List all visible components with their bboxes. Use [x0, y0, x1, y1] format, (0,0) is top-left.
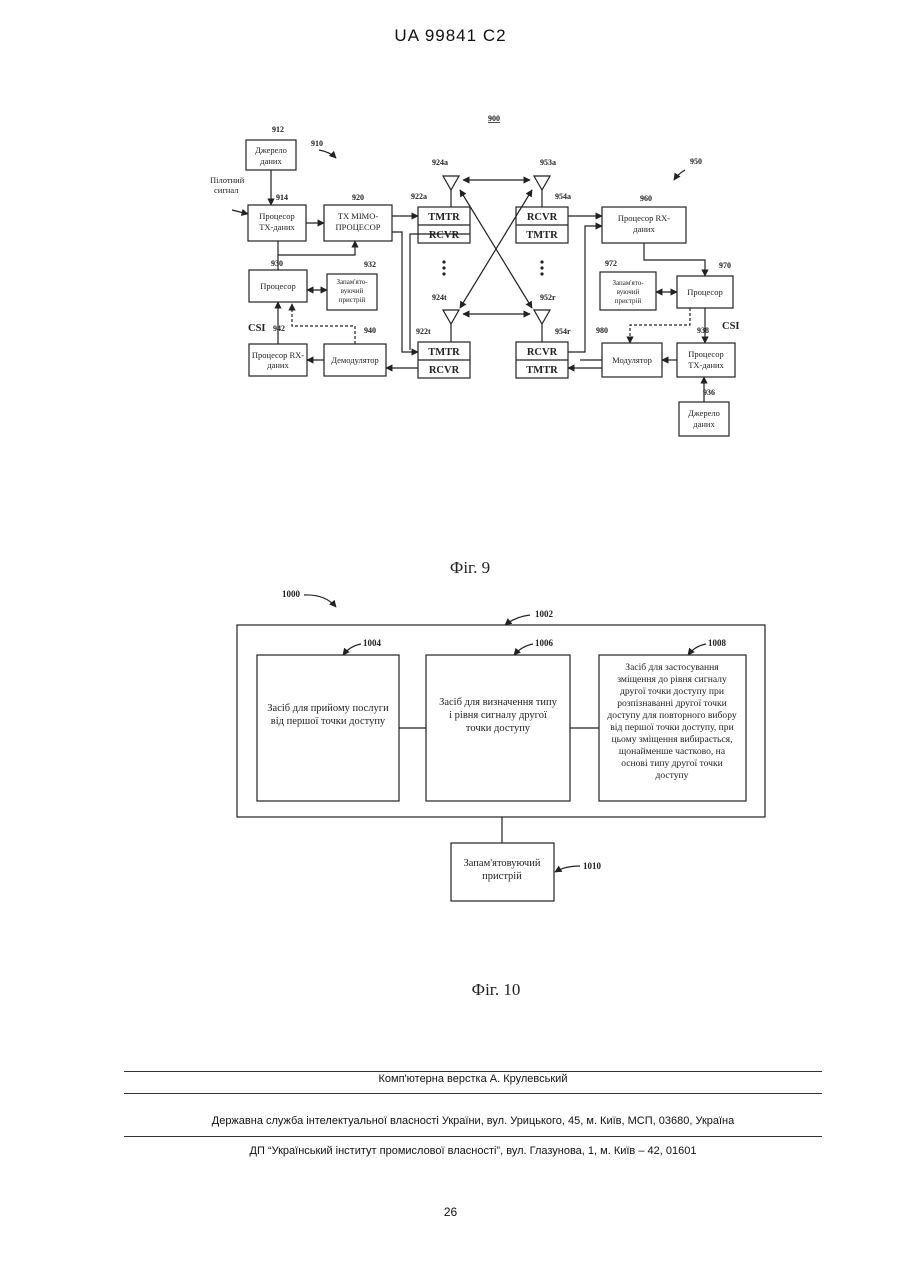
means-1008-line4: розпізнаванні другої точки	[617, 698, 727, 709]
footer-institute-address: ДП “Український інститут промислової вла…	[124, 1145, 822, 1157]
footer-rule-2	[124, 1093, 822, 1094]
ref-1002-label: 1002	[535, 609, 554, 619]
footer-rule-3	[124, 1136, 822, 1137]
means-1006-line3: точки доступу	[466, 723, 531, 734]
means-1008-line7: цьому зміщення вибирається,	[612, 734, 733, 745]
means-1008-line5: доступу для повторного вибору	[607, 710, 737, 721]
means-1008-line8: щонайменше частково, на	[619, 746, 726, 757]
footer-layout-credit: Комп'ютерна верстка А. Крулевський	[124, 1073, 822, 1085]
ref-1004-label: 1004	[363, 638, 382, 648]
means-1008-line1: Засіб для застосування	[625, 662, 719, 673]
page-number: 26	[0, 1205, 901, 1219]
memory-1010-line2: пристрій	[482, 871, 522, 882]
ref-1006-label: 1006	[535, 638, 554, 648]
ref-1000-label: 1000	[282, 589, 301, 599]
means-1008-line3: другої точки доступу при	[620, 686, 724, 697]
figure-10-diagram: 1000 1002 1004 1006 1008 1010 Засіб для …	[0, 0, 901, 1020]
footer-state-service-address: Державна служба інтелектуальної власност…	[124, 1115, 822, 1127]
means-1004-line2: від першої точки доступу	[271, 716, 386, 727]
means-1008-line10: доступу	[656, 770, 689, 781]
means-box-1004	[257, 655, 399, 801]
memory-1010-line1: Запам'ятовуючий	[464, 858, 541, 869]
means-1008-line6: від першої точки доступу, при	[610, 722, 733, 733]
means-1008-line9: основі типу другої точки	[621, 758, 723, 769]
figure-10-caption: Фіг. 10	[472, 980, 521, 999]
footer-rule-1	[124, 1071, 822, 1072]
means-1006-line2: і рівня сигналу другої	[449, 710, 547, 721]
means-1006-line1: Засіб для визначення типу	[439, 697, 558, 708]
ref-1008-label: 1008	[708, 638, 727, 648]
means-1008-line2: зміщення до рівня сигналу	[617, 674, 727, 685]
ref-1010-label: 1010	[583, 861, 602, 871]
means-1004-line1: Засіб для прийому послуги	[267, 703, 389, 714]
